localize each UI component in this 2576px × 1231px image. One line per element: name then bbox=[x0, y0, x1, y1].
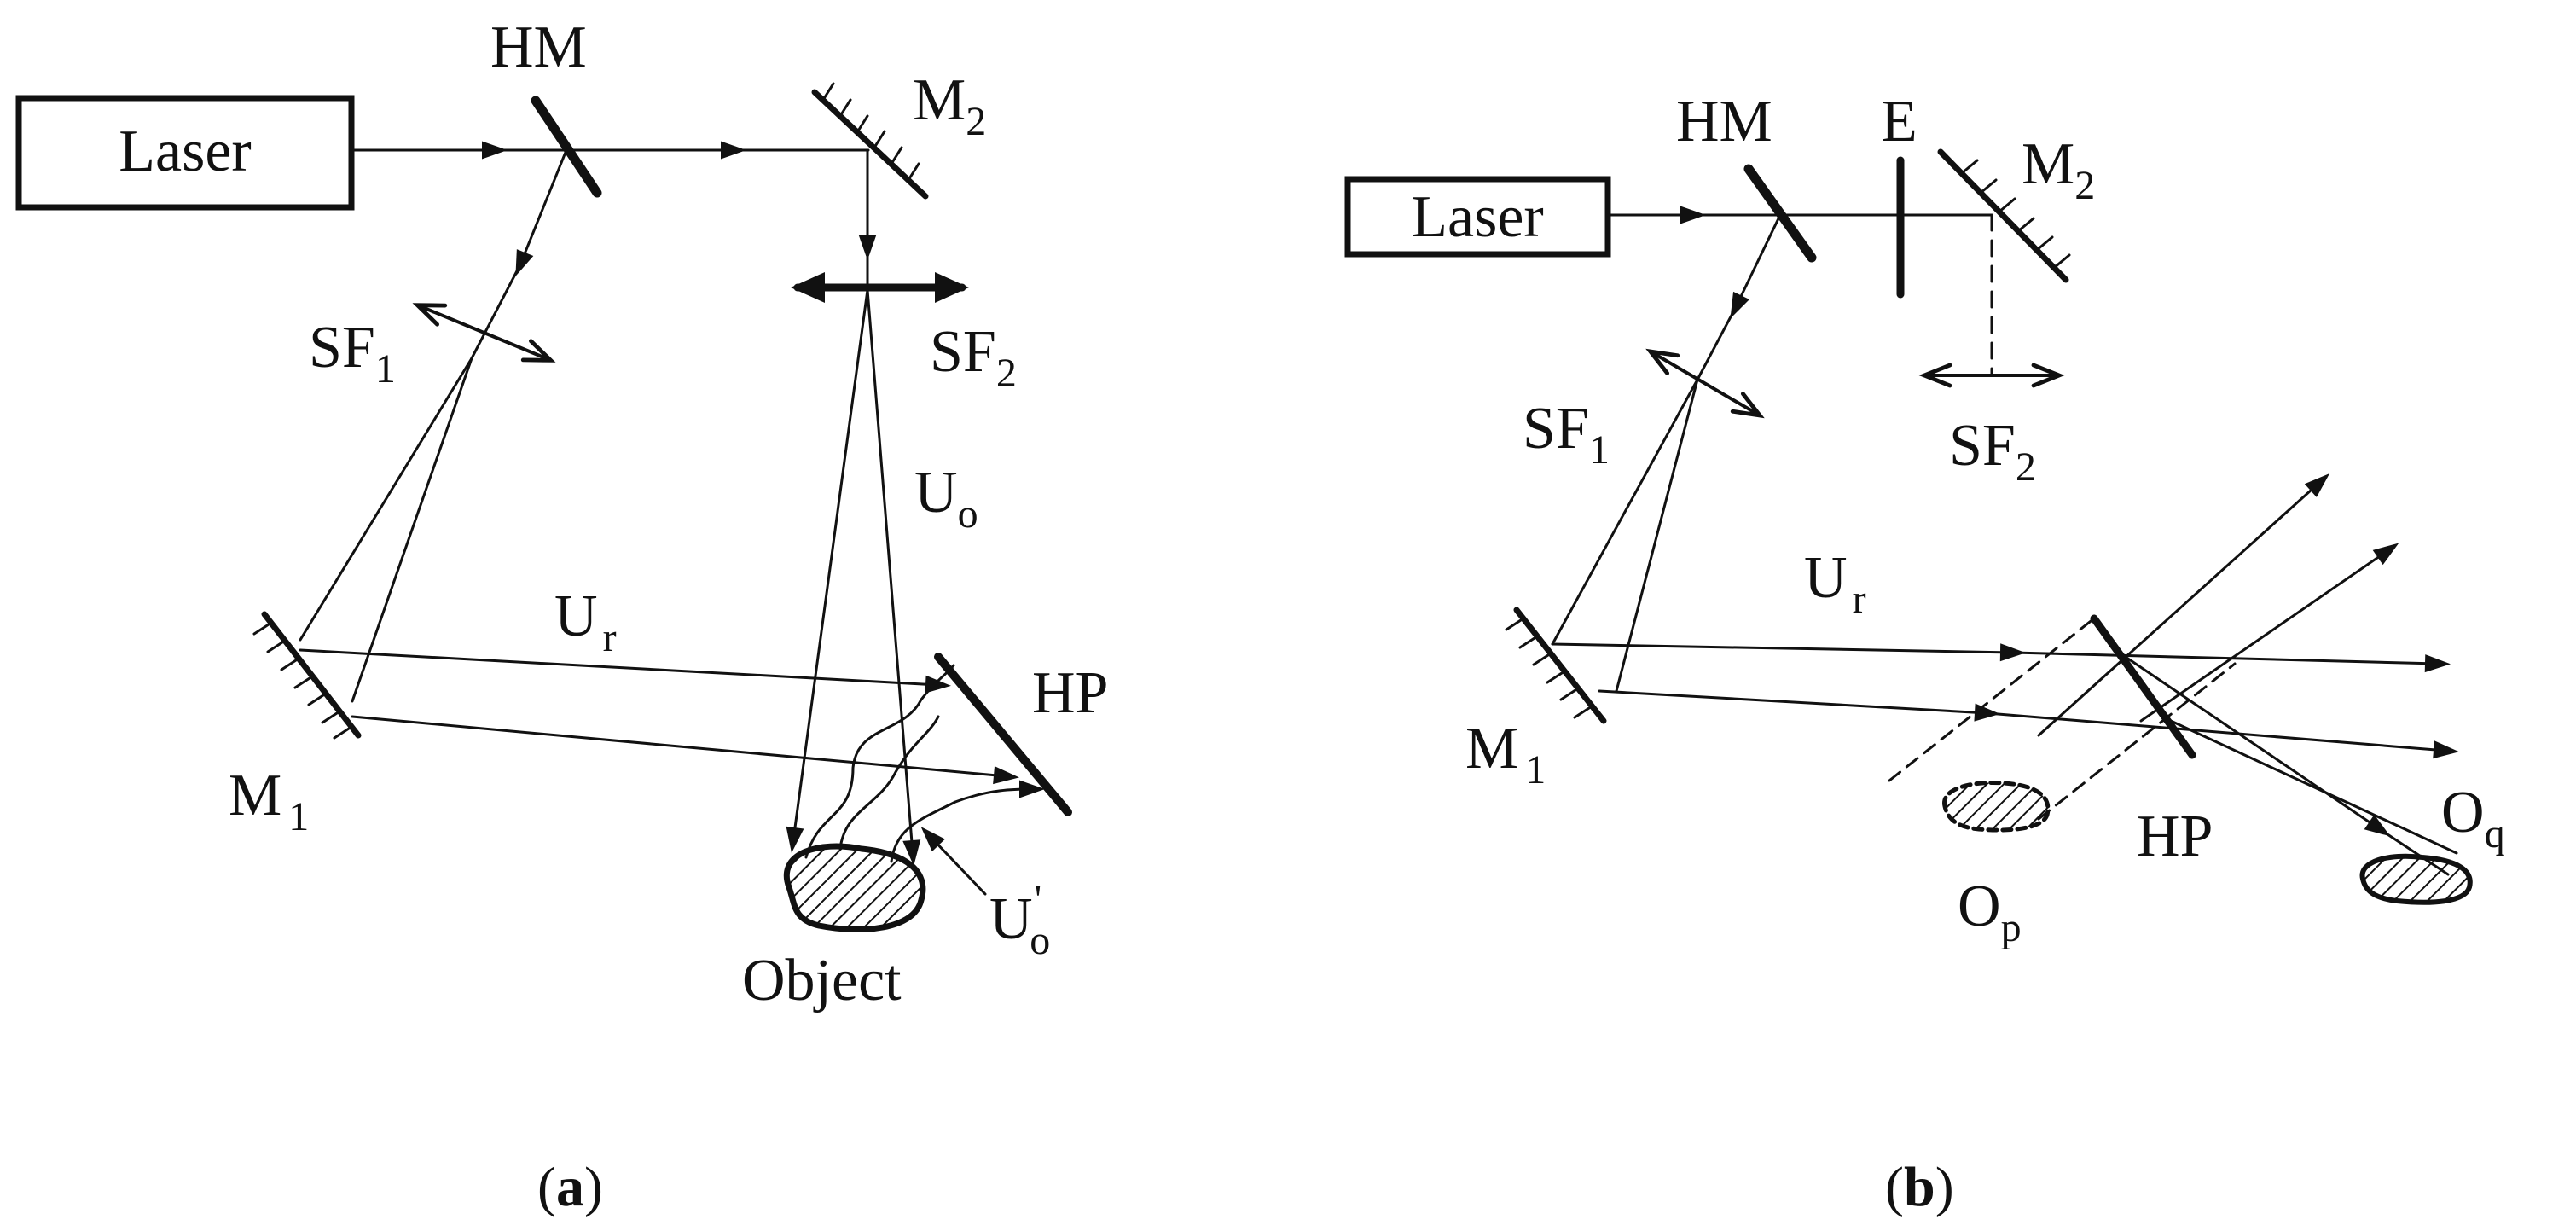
op-label-b: Op bbox=[1958, 874, 2022, 950]
beam-ur-lower-a bbox=[351, 715, 1019, 785]
m2-label-b: M2 bbox=[2022, 131, 2095, 208]
beam-diffracted-2-b bbox=[2139, 543, 2399, 723]
laser-label-a: Laser bbox=[119, 119, 251, 184]
hp-label-b: HP bbox=[2137, 804, 2213, 869]
mirror-m1-a bbox=[252, 611, 362, 740]
hm-label-b: HM bbox=[1676, 89, 1772, 154]
panel-a: Laser HM M2 SF1 SF2 bbox=[15, 15, 1108, 1218]
beam-uo-right-a bbox=[866, 288, 921, 866]
beam-ur-upper-out-b bbox=[2011, 651, 2451, 673]
panel-b: Laser HM E M2 SF2 SF1 bbox=[1344, 89, 2505, 1218]
beam-sf1-m1-lower-b bbox=[1615, 378, 1699, 693]
virtual-beam-1-b bbox=[1888, 617, 2096, 782]
object-label-a: Object bbox=[742, 948, 902, 1013]
beam-ur-upper-a bbox=[299, 648, 951, 694]
m2-label-a: M2 bbox=[913, 67, 986, 144]
uo-prime-pointer-a bbox=[920, 827, 987, 896]
object-wave-3-a bbox=[890, 780, 1045, 863]
caption-b: (b) bbox=[1885, 1156, 1954, 1218]
e-label-b: E bbox=[1881, 89, 1917, 154]
beam-hm-sf1-a bbox=[515, 148, 568, 276]
lens-sf1-a bbox=[412, 303, 556, 363]
object-a bbox=[783, 843, 926, 933]
mirror-m1-b bbox=[1505, 607, 1607, 724]
hm-label-a: HM bbox=[490, 15, 587, 80]
mirror-m2-b bbox=[1937, 148, 2071, 283]
laser-box-b bbox=[1344, 176, 1611, 258]
beam-hm-sf1-b bbox=[1730, 213, 1782, 319]
beam-sf1-m1-upper-a bbox=[299, 357, 473, 642]
uo-prime-label-a: U'o bbox=[989, 877, 1050, 963]
half-mirror-b bbox=[1743, 164, 1817, 263]
beam-oq-2-b bbox=[2169, 719, 2458, 855]
sf2-label-b: SF2 bbox=[1949, 413, 2036, 490]
hp-label-a: HP bbox=[1032, 660, 1108, 726]
beam-ur-lower-out-b bbox=[1986, 711, 2459, 759]
beam-hm-sf1b-b bbox=[1696, 305, 1738, 381]
object-wave-2-a bbox=[838, 715, 940, 851]
beam-diffracted-1-b bbox=[2037, 473, 2330, 737]
object-wave-1-a bbox=[804, 664, 955, 859]
hologram-plate-a bbox=[934, 653, 1072, 816]
sf1-label-a: SF1 bbox=[309, 315, 396, 392]
object-oq-b bbox=[2359, 853, 2473, 905]
hologram-plate-b bbox=[2090, 614, 2196, 759]
beam-sf1-m1-upper-b bbox=[1551, 378, 1699, 646]
half-mirror-a bbox=[531, 96, 602, 198]
virtual-object-op-b bbox=[1942, 780, 2051, 833]
lens-sf1-b bbox=[1645, 348, 1765, 419]
virtual-beam-2-b bbox=[2037, 662, 2237, 821]
beam-ur-lower-b bbox=[1598, 689, 2000, 722]
sf2-label-a: SF2 bbox=[930, 319, 1017, 396]
laser-label-b: Laser bbox=[1411, 184, 1543, 250]
beam-uo-left-a bbox=[786, 288, 869, 853]
mirror-m2-a bbox=[811, 82, 929, 200]
uo-label-a: Uo bbox=[914, 460, 978, 537]
beam-sf1-m1-lower-a bbox=[351, 357, 473, 703]
laser-box-a bbox=[15, 95, 355, 211]
caption-a: (a) bbox=[537, 1156, 603, 1218]
oq-label-b: Oq bbox=[2441, 780, 2505, 856]
beam-ur-upper-b bbox=[1551, 642, 2026, 662]
sf1-label-b: SF1 bbox=[1523, 396, 1610, 473]
beam-oq-1-b bbox=[2114, 648, 2391, 837]
